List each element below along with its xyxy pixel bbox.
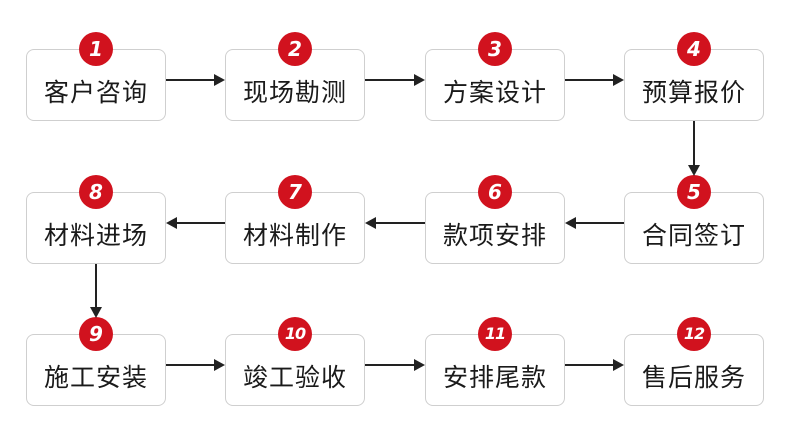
step-label: 竣工验收 (242, 363, 347, 392)
step-label: 材料制作 (242, 221, 347, 250)
step-label: 安排尾款 (442, 363, 547, 392)
arrowhead-icon (90, 307, 102, 318)
step-number-badge: 7 (278, 175, 312, 209)
arrowhead-icon (688, 165, 700, 176)
step-label: 客户咨询 (43, 78, 148, 107)
step-number-badge: 5 (677, 175, 711, 209)
flow-arrow-right (565, 359, 624, 371)
arrow-shaft (375, 222, 425, 224)
arrow-shaft (166, 79, 215, 81)
flow-arrow-right (365, 74, 425, 86)
arrow-shaft (176, 222, 225, 224)
flow-arrow-left (365, 217, 425, 229)
step-label: 合同签订 (641, 221, 746, 250)
step-box-10: 竣工验收 (225, 334, 365, 406)
step-label: 售后服务 (641, 363, 746, 392)
step-number-badge: 8 (79, 175, 113, 209)
step-number-badge: 2 (278, 32, 312, 66)
arrowhead-icon (613, 359, 624, 371)
flow-arrow-down (90, 264, 102, 318)
step-label: 款项安排 (442, 221, 547, 250)
step-number-badge: 6 (478, 175, 512, 209)
flow-arrow-left (166, 217, 225, 229)
step-label: 预算报价 (641, 78, 746, 107)
step-number-badge: 12 (677, 317, 711, 351)
arrow-shaft (166, 364, 215, 366)
arrowhead-icon (613, 74, 624, 86)
flow-arrow-down (688, 121, 700, 176)
step-label: 材料进场 (43, 221, 148, 250)
arrow-shaft (565, 364, 614, 366)
flow-arrow-right (565, 74, 624, 86)
step-number-badge: 3 (478, 32, 512, 66)
arrow-shaft (693, 121, 695, 166)
step-box-3: 方案设计 (425, 49, 565, 121)
step-number-badge: 4 (677, 32, 711, 66)
step-number-badge: 1 (79, 32, 113, 66)
arrowhead-icon (365, 217, 376, 229)
flow-arrow-right (166, 74, 225, 86)
arrow-shaft (575, 222, 624, 224)
step-label: 现场勘测 (242, 78, 347, 107)
arrow-shaft (565, 79, 614, 81)
arrowhead-icon (214, 359, 225, 371)
arrow-shaft (365, 79, 415, 81)
step-number-badge: 10 (278, 317, 312, 351)
step-label: 方案设计 (442, 78, 547, 107)
arrow-shaft (365, 364, 415, 366)
flow-arrow-left (565, 217, 624, 229)
step-label: 施工安装 (43, 363, 148, 392)
arrow-shaft (95, 264, 97, 308)
flow-arrow-right (166, 359, 225, 371)
step-number-badge: 9 (79, 317, 113, 351)
flow-arrow-right (365, 359, 425, 371)
arrowhead-icon (414, 74, 425, 86)
step-number-badge: 11 (478, 317, 512, 351)
arrowhead-icon (214, 74, 225, 86)
arrowhead-icon (166, 217, 177, 229)
arrowhead-icon (414, 359, 425, 371)
arrowhead-icon (565, 217, 576, 229)
